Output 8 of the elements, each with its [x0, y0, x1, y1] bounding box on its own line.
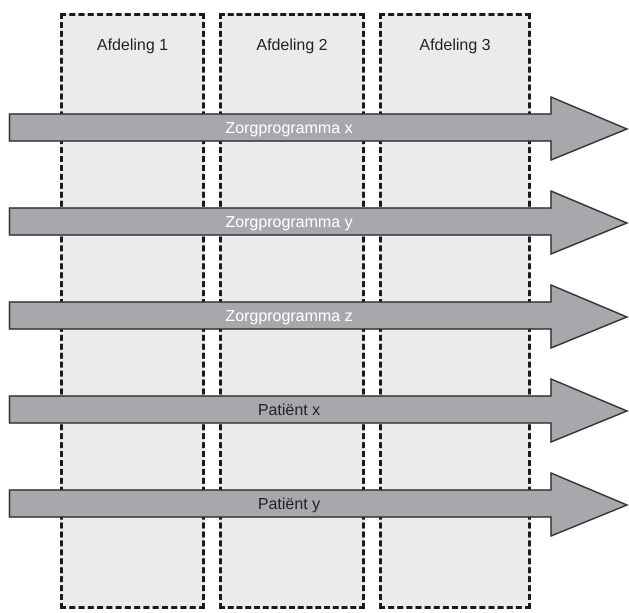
arrow-label: Patiënt x [256, 401, 322, 421]
column-title: Afdeling 1 [96, 37, 170, 55]
arrow-label: Patiënt y [256, 495, 322, 515]
column-title: Afdeling 2 [255, 37, 329, 55]
arrow-label: Zorgprogramma x [224, 119, 354, 139]
column-title: Afdeling 3 [418, 37, 492, 55]
arrow-label: Zorgprogramma z [224, 307, 354, 327]
arrow-label: Zorgprogramma y [224, 213, 354, 233]
